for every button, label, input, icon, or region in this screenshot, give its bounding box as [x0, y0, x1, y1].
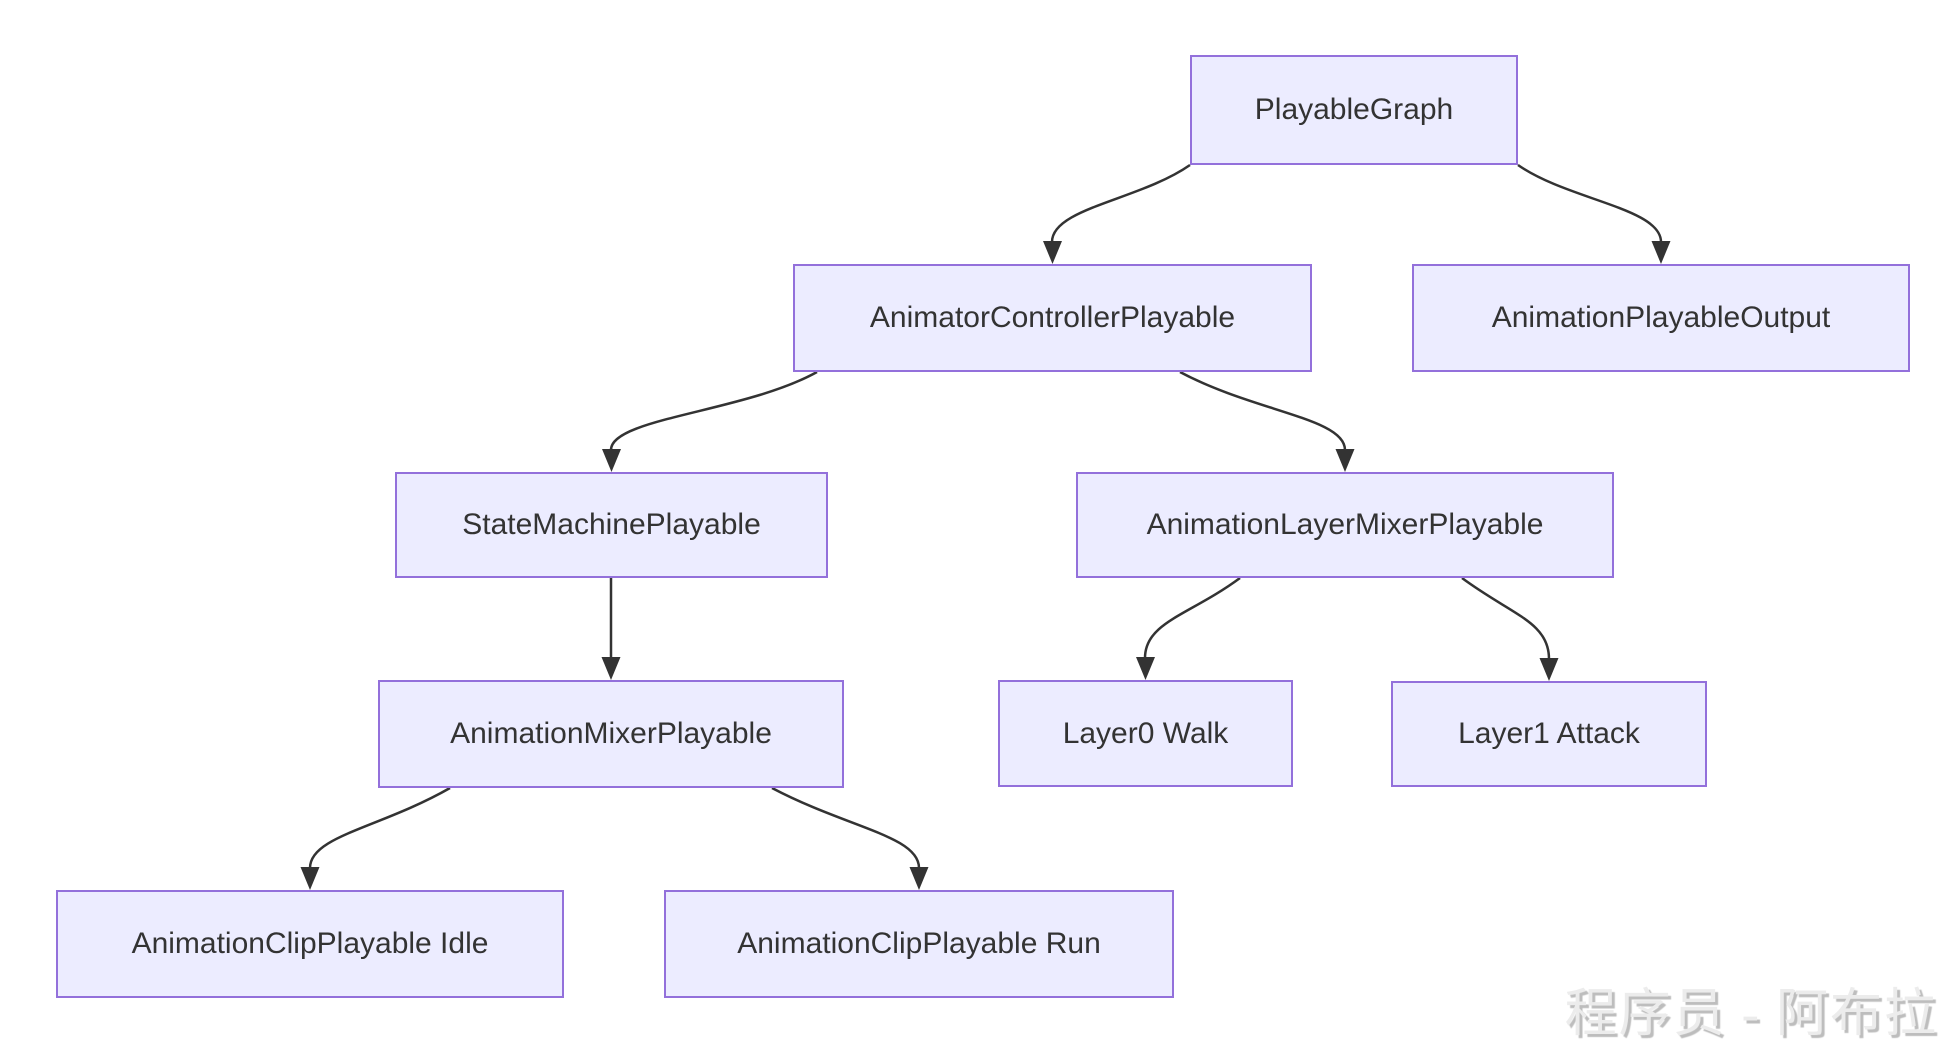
- node-label: AnimationClipPlayable Idle: [131, 927, 489, 960]
- arrowhead-icon: [909, 867, 929, 890]
- node-label: AnimatorControllerPlayable: [869, 301, 1236, 334]
- node-label: Layer1 Attack: [1458, 717, 1640, 750]
- edge-animator-controller-playable-to-state-machine-playable: [609, 370, 818, 451]
- arrowhead-icon: [1651, 241, 1671, 264]
- node-animation-playable-output: AnimationPlayableOutput: [1412, 264, 1910, 372]
- edge-animation-layer-mixer-playable-to-layer0-walk: [1143, 576, 1241, 659]
- edge-animation-layer-mixer-playable-to-layer1-attack: [1461, 576, 1551, 660]
- node-animation-clip-playable-run: AnimationClipPlayable Run: [664, 890, 1174, 998]
- watermark-text: 程序员 - 阿布拉: [1564, 986, 1938, 1043]
- node-animation-mixer-playable: AnimationMixerPlayable: [378, 680, 844, 788]
- node-animation-clip-playable-idle: AnimationClipPlayable Idle: [56, 890, 564, 998]
- node-playable-graph: PlayableGraph: [1190, 55, 1518, 165]
- arrowhead-icon: [1043, 241, 1062, 264]
- edge-animator-controller-playable-to-animation-layer-mixer-playable: [1179, 370, 1347, 451]
- arrowhead-icon: [300, 867, 320, 890]
- node-layer1-attack: Layer1 Attack: [1391, 681, 1707, 787]
- node-label: Layer0 Walk: [1062, 716, 1229, 750]
- node-label: AnimationPlayableOutput: [1491, 301, 1831, 334]
- edge-playable-graph-to-animator-controller-playable: [1050, 163, 1191, 243]
- node-layer0-walk: Layer0 Walk: [998, 680, 1293, 787]
- edge-animation-mixer-playable-to-animation-clip-playable-run: [771, 786, 921, 869]
- arrowhead-icon: [1539, 658, 1559, 681]
- node-label: PlayableGraph: [1254, 93, 1454, 126]
- node-animation-layer-mixer-playable: AnimationLayerMixerPlayable: [1076, 472, 1614, 578]
- edge-animation-mixer-playable-to-animation-clip-playable-idle: [308, 786, 451, 869]
- node-label: AnimationClipPlayable Run: [737, 927, 1101, 960]
- edge-playable-graph-to-animation-playable-output: [1517, 163, 1663, 243]
- arrowhead-icon: [1335, 449, 1355, 472]
- arrowhead-icon: [602, 449, 621, 472]
- arrowhead-icon: [1136, 657, 1155, 680]
- node-label: AnimationMixerPlayable: [450, 717, 772, 750]
- node-label: StateMachinePlayable: [462, 508, 761, 541]
- node-state-machine-playable: StateMachinePlayable: [395, 472, 828, 578]
- node-animator-controller-playable: AnimatorControllerPlayable: [793, 264, 1312, 372]
- arrowhead-icon: [601, 657, 621, 680]
- node-label: AnimationLayerMixerPlayable: [1146, 508, 1544, 541]
